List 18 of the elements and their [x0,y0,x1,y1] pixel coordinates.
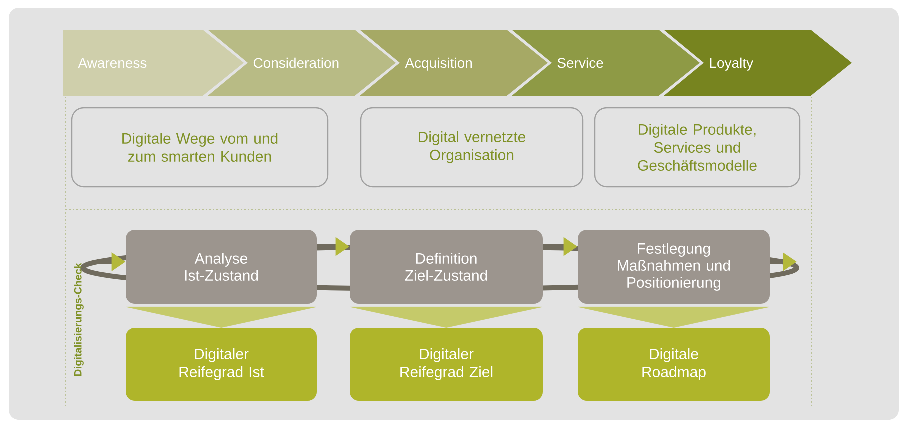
vertical-label: Digitalisierungs-Check [74,263,84,376]
rounded-box: Digitale Wege vom und zum smarten Kunden [71,107,329,188]
chevron-step: Acquisition [360,30,548,96]
rounded-box: Digital vernetzte Organisation [360,107,584,188]
wedge-arrow [350,307,542,328]
chevron-step: Service [512,30,700,96]
process-box: Definition Ziel-Zustand [350,230,543,304]
wedge-arrow [126,307,316,328]
chevron-step: Consideration [208,30,396,96]
result-box: Digitaler Reifegrad Ist [126,328,317,401]
chevron-step: Loyalty [664,30,852,96]
wedge-arrow [578,307,770,328]
result-box: Digitaler Reifegrad Ziel [350,328,543,401]
process-box: Analyse Ist-Zustand [126,230,317,304]
result-box: Digitale Roadmap [578,328,770,401]
chevron-step: Awareness [63,30,244,96]
rounded-box: Digitale Produkte, Services und Geschäftsmodelle [594,107,801,188]
process-box: Festlegung Maßnahmen und Positionierung [578,230,770,304]
